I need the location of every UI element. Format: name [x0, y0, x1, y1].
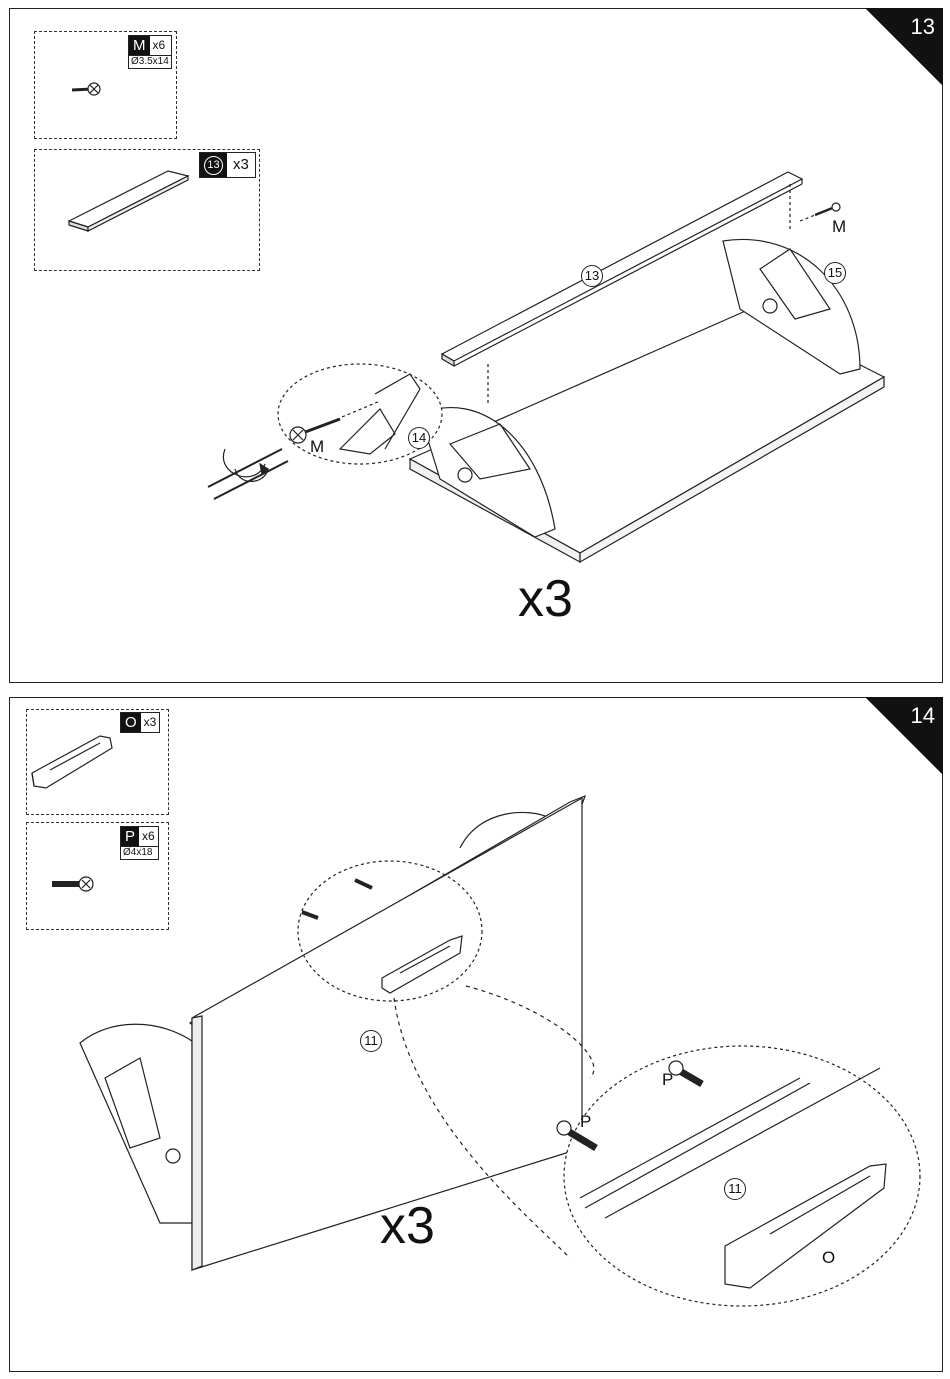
board-13-icon: [69, 171, 188, 231]
step-13-illustration: [10, 9, 944, 684]
handle-o-icon: [32, 736, 112, 788]
callout-13: 13: [581, 265, 603, 287]
side-bracket: [80, 1024, 195, 1223]
label-p-b: P: [580, 1112, 591, 1132]
label-m-right: M: [832, 217, 846, 237]
screwdriver-icon: [208, 449, 288, 499]
step-13-panel: 13 M x6 Ø3.5x14 13 x3: [9, 8, 943, 683]
step-14-panel: 14 O x3 P x6 Ø4x18: [9, 697, 943, 1372]
callout-11-detail: 11: [724, 1178, 746, 1200]
screw-p-icon: [52, 877, 93, 891]
callout-14: 14: [408, 427, 430, 449]
label-p-a: P: [662, 1070, 673, 1090]
label-m-detail: M: [310, 437, 324, 457]
step-14-illustration: [10, 698, 944, 1373]
multiplier-13: x3: [518, 569, 573, 629]
callout-11: 11: [360, 1030, 382, 1052]
screw-m-icon: [72, 83, 100, 95]
label-o: O: [822, 1248, 835, 1268]
detail-ellipse: [278, 364, 442, 464]
callout-15: 15: [824, 262, 846, 284]
multiplier-14: x3: [380, 1196, 435, 1256]
